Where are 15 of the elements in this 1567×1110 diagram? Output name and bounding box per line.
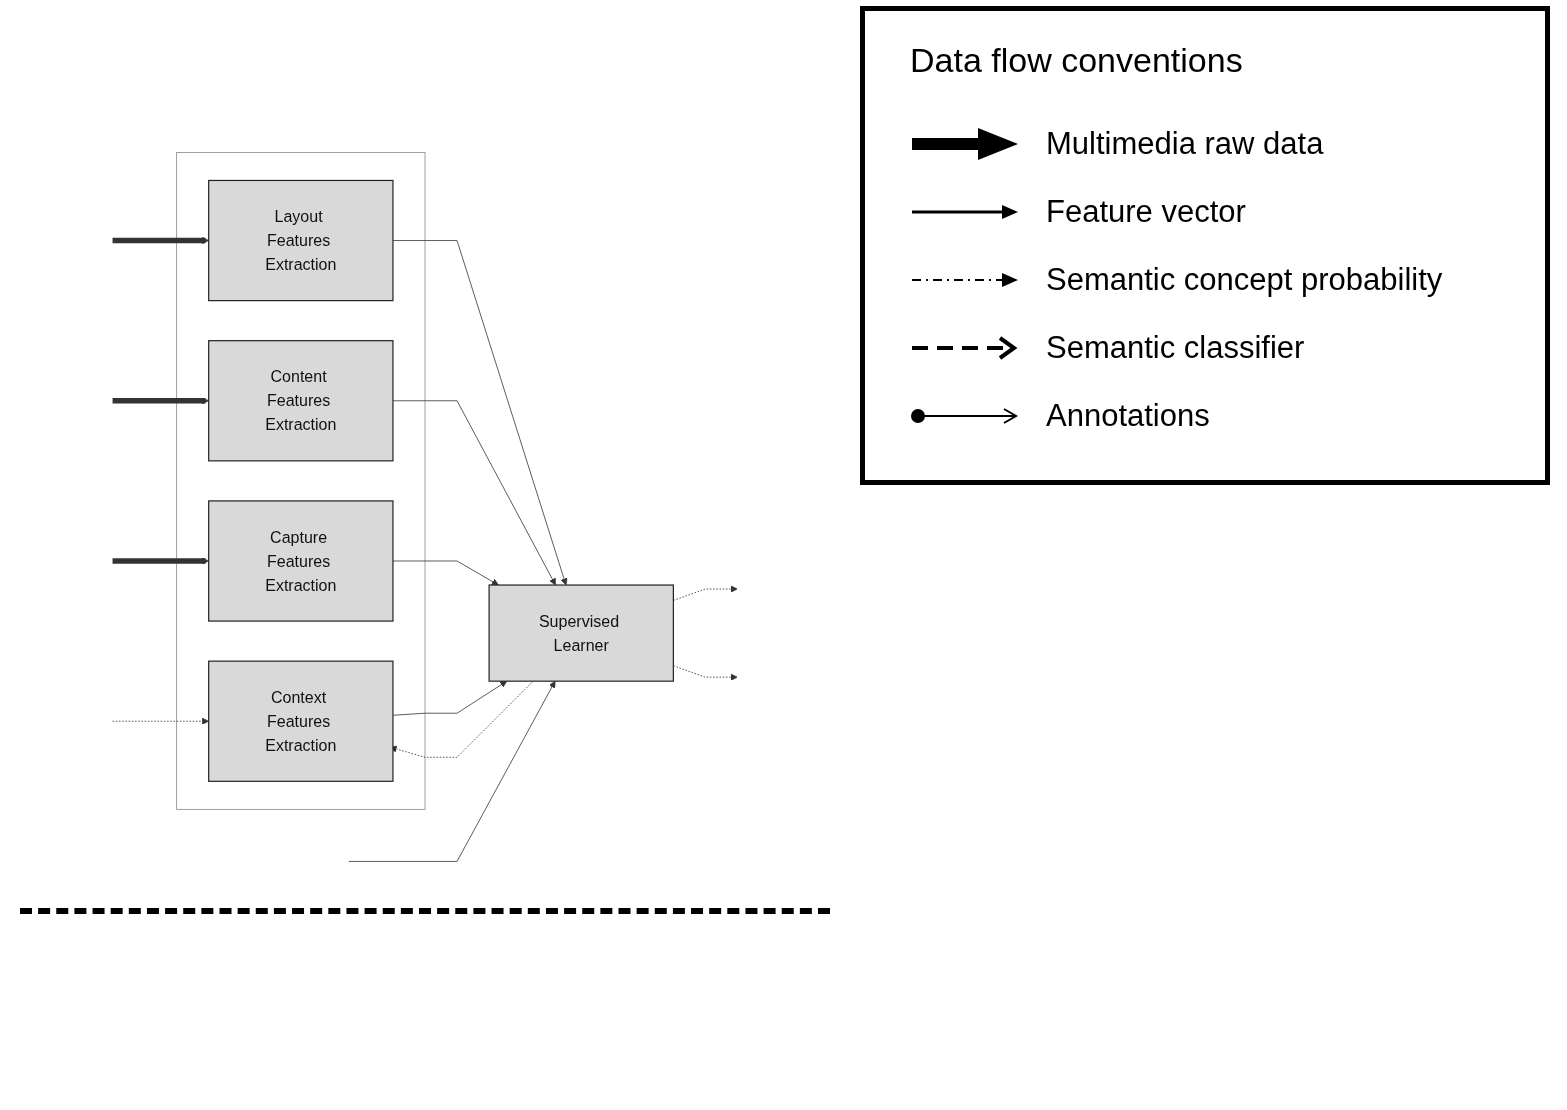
arrow: [112, 237, 209, 245]
legend-label: Multimedia raw data: [1046, 126, 1324, 162]
node-box: Context Features Extraction: [208, 660, 394, 782]
arrow: [112, 397, 209, 405]
legend-label: Semantic concept probability: [1046, 262, 1443, 298]
node-box: Supervised Learner: [488, 584, 674, 682]
cluster: [176, 152, 426, 810]
legend-label: Annotations: [1046, 398, 1210, 434]
node-box: Layout Features Extraction: [208, 179, 394, 302]
node-box: Content Features Extraction: [208, 340, 394, 462]
node-box: Capture Features Extraction: [208, 500, 394, 622]
arrow: [112, 557, 209, 565]
legend-label: Semantic classifier: [1046, 330, 1305, 366]
legend-title: Data flow conventions: [910, 41, 1244, 80]
legend-label: Feature vector: [1046, 194, 1246, 230]
